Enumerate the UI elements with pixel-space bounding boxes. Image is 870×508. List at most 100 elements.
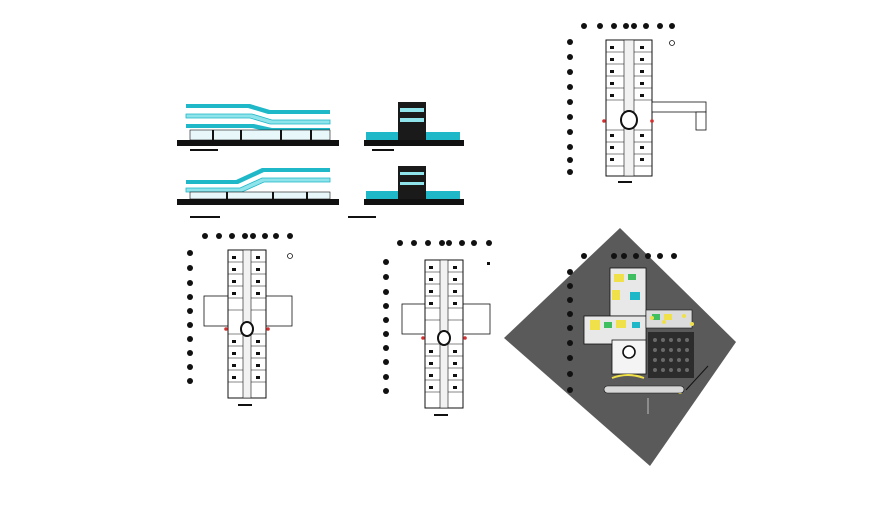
grid-bubble bbox=[187, 364, 193, 370]
room-partitions bbox=[425, 271, 463, 393]
mullion bbox=[306, 192, 308, 199]
entry-drive bbox=[611, 374, 645, 379]
grid-bubble bbox=[229, 233, 235, 239]
grid-bubble bbox=[567, 340, 573, 346]
grid-bubble bbox=[187, 280, 193, 286]
drawing-title-bar bbox=[372, 149, 394, 151]
access-road bbox=[603, 385, 685, 394]
central-atrium bbox=[622, 345, 636, 359]
grid-bubble bbox=[643, 23, 649, 29]
floor-plan-left bbox=[187, 233, 293, 406]
mullion bbox=[212, 130, 214, 140]
grid-bubble bbox=[567, 157, 573, 163]
mullion bbox=[310, 130, 312, 140]
floor-plan-center bbox=[383, 240, 492, 416]
grid-bubble bbox=[567, 297, 573, 303]
grid-bubble bbox=[262, 233, 268, 239]
floor-band-1 bbox=[185, 113, 331, 125]
grid-bubble bbox=[187, 350, 193, 356]
elevation-short-2 bbox=[348, 166, 464, 218]
grid-bubble bbox=[567, 144, 573, 150]
section-marker bbox=[266, 327, 270, 331]
drawing-title-bar bbox=[190, 216, 220, 218]
wing-slab bbox=[426, 132, 460, 140]
grid-bubble bbox=[187, 294, 193, 300]
drawing-title-bar bbox=[238, 404, 252, 406]
tower-glazing bbox=[400, 182, 424, 185]
row-bubbles bbox=[567, 39, 573, 175]
grid-bubble bbox=[242, 233, 248, 239]
column-bubbles bbox=[202, 233, 293, 239]
section-marker bbox=[421, 336, 425, 340]
grid-bubble bbox=[581, 253, 587, 259]
annex-block bbox=[695, 111, 707, 131]
section-marker bbox=[224, 327, 228, 331]
tower-glazing bbox=[400, 172, 424, 175]
base-glazing bbox=[189, 129, 331, 141]
grid-bubble bbox=[567, 69, 573, 75]
grid-bubble bbox=[187, 378, 193, 384]
grid-bubble bbox=[567, 269, 573, 275]
wing-slab bbox=[366, 191, 398, 199]
central-atrium bbox=[437, 330, 451, 346]
ground-line bbox=[364, 140, 464, 146]
grid-bubble bbox=[446, 240, 452, 246]
column-bubbles bbox=[397, 240, 492, 246]
grid-bubble bbox=[202, 233, 208, 239]
mullion bbox=[226, 192, 228, 199]
grid-bubble bbox=[383, 303, 389, 309]
landscape-trees bbox=[650, 314, 694, 394]
column-bubbles bbox=[581, 23, 675, 29]
ground-line bbox=[177, 199, 339, 205]
grid-bubble bbox=[567, 311, 573, 317]
grid-bubble bbox=[645, 253, 651, 259]
north-arrow-icon bbox=[487, 262, 490, 265]
central-atrium bbox=[620, 110, 638, 130]
section-marker bbox=[602, 119, 606, 123]
drawing-title-bar bbox=[434, 414, 448, 416]
grid-bubble bbox=[567, 325, 573, 331]
grid-bubble bbox=[581, 23, 587, 29]
grid-bubble bbox=[383, 359, 389, 365]
grid-bubble bbox=[383, 289, 389, 295]
room-partitions bbox=[228, 261, 266, 383]
grid-bubble bbox=[187, 336, 193, 342]
north-arrow-icon bbox=[669, 40, 675, 46]
column-bubbles bbox=[581, 253, 677, 259]
row-bubbles bbox=[187, 250, 193, 384]
grid-bubble bbox=[250, 233, 256, 239]
grid-bubble bbox=[287, 233, 293, 239]
grid-bubble bbox=[567, 169, 573, 175]
grid-bubble bbox=[439, 240, 445, 246]
room-fixtures bbox=[610, 46, 644, 161]
north-arrow-icon bbox=[287, 253, 293, 259]
grid-bubble bbox=[567, 54, 573, 60]
grid-bubble bbox=[669, 23, 675, 29]
mullion bbox=[240, 130, 242, 140]
grid-bubble bbox=[216, 233, 222, 239]
tower-glazing bbox=[400, 118, 424, 122]
grid-bubble bbox=[383, 345, 389, 351]
tower-glazing bbox=[400, 108, 424, 112]
elevation-long-2 bbox=[177, 168, 339, 218]
grid-bubble bbox=[567, 39, 573, 45]
section-marker bbox=[463, 336, 467, 340]
grid-bubble bbox=[486, 240, 492, 246]
grid-bubble bbox=[383, 274, 389, 280]
ground-line bbox=[364, 199, 464, 205]
grid-bubble bbox=[597, 23, 603, 29]
grid-bubble bbox=[383, 388, 389, 394]
grid-bubble bbox=[383, 317, 389, 323]
grid-bubble bbox=[567, 99, 573, 105]
grid-bubble bbox=[187, 322, 193, 328]
grid-bubble bbox=[187, 265, 193, 271]
grid-bubble bbox=[567, 84, 573, 90]
grid-bubble bbox=[623, 23, 629, 29]
room-partitions bbox=[606, 51, 652, 167]
room-fixtures bbox=[232, 256, 260, 379]
grid-bubble bbox=[567, 355, 573, 361]
grid-bubble bbox=[397, 240, 403, 246]
central-atrium bbox=[240, 321, 254, 337]
row-bubbles bbox=[567, 269, 573, 393]
